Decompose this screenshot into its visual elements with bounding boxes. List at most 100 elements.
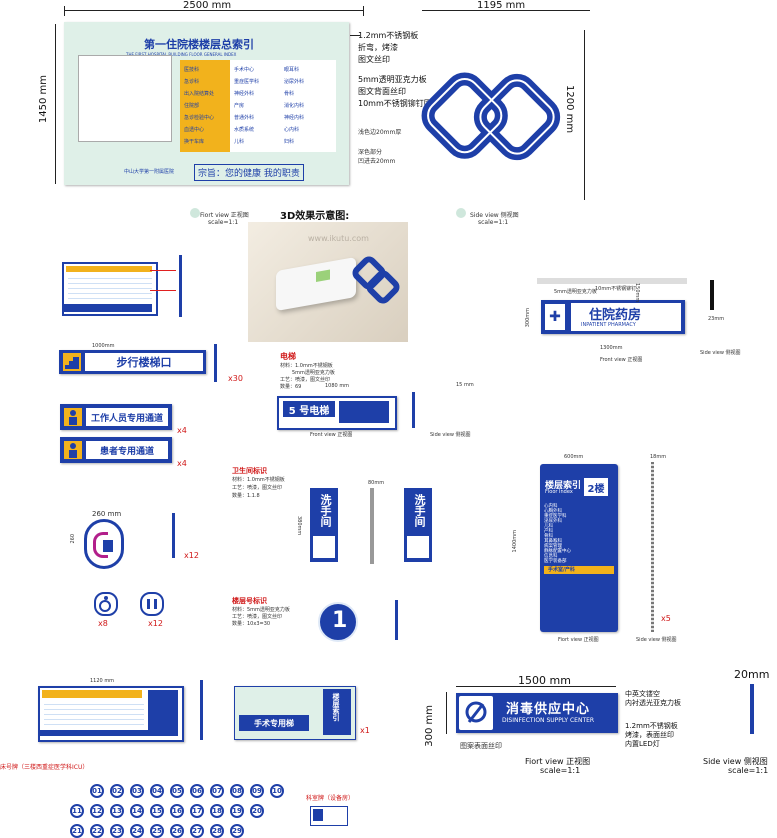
top-height-label: 1450 mm (38, 75, 49, 124)
disinfection-logo-icon (459, 696, 493, 730)
bed-number-badge: 20 (250, 804, 264, 818)
annotation-pointer (350, 35, 360, 36)
dept-sign-title: 科室牌（设备房） (306, 795, 355, 802)
stairs-icon (63, 353, 81, 371)
bottom-width: 1120 mm (90, 678, 115, 684)
pharmacy-height: 300mm (525, 308, 531, 328)
stairs-sign: 步行楼梯口 (59, 350, 206, 374)
floor-number-side (395, 600, 398, 640)
front-view-marker (190, 208, 200, 218)
main-index-subtitle: THE FIRST HOSPITAL BUILDING FLOOR GENERA… (126, 52, 237, 57)
annotation-line: 折弯，烤漆 (358, 43, 398, 52)
patient-icon (64, 441, 82, 459)
floor-index-highlight: 手术室/产科 (544, 566, 614, 574)
effect-photo: www.ikutu.com (248, 222, 408, 342)
elevator-floor-panel (339, 401, 389, 423)
index-entry: 出入院结算处 (184, 91, 215, 97)
bed-number-badge: 07 (210, 784, 224, 798)
logo-knot-icon (421, 72, 561, 161)
elevator-material: 材料：1.0mm不锈钢板 (280, 363, 333, 369)
pharmacy-name: 住院药房 (589, 308, 642, 323)
floor-number-sign: 1 (318, 602, 358, 642)
dimension-line (64, 10, 364, 11)
staff-channel-count: x4 (177, 426, 187, 435)
dimension-tick (64, 6, 65, 16)
logo-annotation-2: 深色部分 (358, 149, 383, 156)
surgery-elevator-label: 手术专用梯 (239, 715, 309, 731)
dept-sign (310, 806, 348, 826)
pharmacy-width: 1300mm (600, 345, 623, 351)
floor-index-row: 医学装备部 (544, 559, 567, 564)
toilet-round-side (172, 513, 175, 558)
staff-channel-sign: 工作人员专用通道 (60, 404, 172, 430)
index-entry: 手术中心 (234, 67, 255, 73)
elevator-side-view: Side view 侧视图 (430, 432, 471, 438)
index-entry: 眼耳科 (284, 67, 300, 73)
floor-number-material: 材料：5mm透明亚克力板 (232, 607, 290, 613)
disinfection-note2: 内衬透光亚克力板 (625, 699, 681, 707)
disinfection-note4: 烤漆，表面丝印 (625, 731, 674, 739)
footer-logo: 中山大学第一附属医院 (124, 169, 175, 175)
index-entry: 骨科 (284, 91, 295, 97)
index-entry: 普通外科 (234, 115, 255, 121)
pharmacy-side (710, 280, 714, 310)
top-front-view: Fiort view 正视图 (200, 212, 249, 219)
index-column-3: 眼耳科泌尿外科骨科消化内科神经内科心内科妇科 (284, 64, 304, 148)
bottom-index-footer (40, 730, 178, 736)
bed-number-badge: 17 (190, 804, 204, 818)
logo-height-label: 1200 mm (564, 85, 575, 134)
small-index-board (62, 262, 158, 316)
stairs-label: 步行楼梯口 (85, 353, 203, 371)
pharmacy-side-width: 23mm (708, 316, 725, 322)
patient-channel-label: 患者专用通道 (86, 441, 168, 459)
disinfection-height: 300 mm (424, 705, 435, 747)
surgery-elevator-sign: 手术专用梯 楼层索引 (234, 686, 356, 740)
disinfection-note5: 内置LED灯 (625, 740, 660, 748)
annotation-line: 图文丝印 (358, 55, 390, 64)
watermark: www.ikutu.com (308, 234, 369, 243)
logo-width-label: 1195 mm (477, 0, 526, 11)
small-index-side (179, 255, 182, 317)
toilet-qty: 数量：1.1.8 (232, 493, 260, 499)
side-view-marker (456, 208, 466, 218)
pharmacy-front-view: Front view 正视图 (600, 357, 643, 363)
index-entry: 重症医学科 (234, 79, 260, 85)
floor-number-craft: 工艺：喷漆，图文丝印 (232, 614, 283, 620)
index-entry: 血透中心 (184, 127, 205, 133)
effect-title: 3D效果示意图: (280, 211, 350, 222)
small-index-header (66, 266, 152, 272)
patient-channel-count: x4 (177, 459, 187, 468)
logo-annotation-3: 凹进去20mm (358, 158, 396, 165)
pharmacy-cross-icon: ✚ (545, 304, 565, 330)
bed-number-badge: 14 (130, 804, 144, 818)
toilet-round-width: 260 mm (92, 510, 122, 518)
bed-number-badge: 12 (90, 804, 104, 818)
disinfection-side (750, 684, 754, 734)
elevator-name: 5 号电梯 (283, 401, 335, 417)
index-entry: 神经内科 (284, 115, 305, 121)
image-frame (78, 55, 172, 142)
toilet-round-count: x12 (184, 551, 199, 560)
floor-index-depth: 18mm (650, 454, 667, 460)
dimension-line (55, 24, 56, 184)
pharmacy-note2: 10mm不锈钢铆钉 (595, 286, 637, 292)
dimension-line (584, 30, 585, 200)
logo-annotation-1: 浅色边20mm厚 (358, 129, 402, 136)
index-entry: 心内科 (284, 127, 300, 133)
disinfection-note1: 中英文镂空 (625, 690, 660, 698)
small-sign-count-1: x8 (98, 619, 108, 628)
floor-index-row: 儿科 (544, 524, 553, 529)
floor-index-row: 重症医学科 (544, 514, 567, 519)
toilet-sign-2-label: 洗手间 (413, 494, 426, 527)
dept-sign-icon (313, 809, 323, 821)
callout-line (150, 270, 176, 271)
index-column-1: 医技科急诊科出入院结算处住院部急诊检验中心血透中心换干车库 (184, 64, 214, 148)
pharmacy-side-view: Side view 侧视图 (700, 350, 741, 356)
bed-number-badge: 13 (110, 804, 124, 818)
bottom-index-header (42, 690, 142, 698)
effect-board (276, 256, 356, 312)
disinfection-sign: 消毒供应中心 DISINFECTION SUPPLY CENTER (456, 693, 618, 733)
floor-number-title: 楼层号标识 (232, 597, 267, 605)
toilet-round-height: 260 (70, 534, 76, 544)
